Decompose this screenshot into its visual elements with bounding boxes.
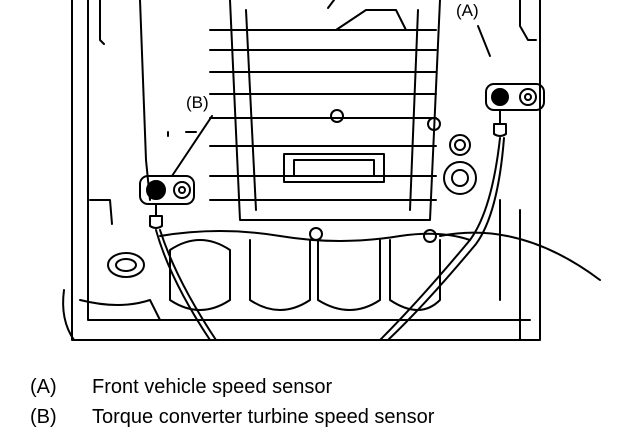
sensor-harness (139, 0, 601, 341)
legend-item-b: (B) Torque converter turbine speed senso… (30, 402, 434, 432)
transmission-housing (62, 0, 541, 341)
legend-item-a: (A) Front vehicle speed sensor (30, 372, 434, 402)
valve-body (209, 0, 441, 243)
callout-a: (A) (456, 1, 479, 20)
transmission-diagram (62, 0, 601, 341)
callout-b: (B) (186, 93, 209, 112)
legend-label: Front vehicle speed sensor (92, 375, 333, 398)
torque-converter-turbine-speed-sensor (139, 115, 213, 229)
legend-key: (B) (30, 405, 57, 428)
legend: (A) Front vehicle speed sensor (B) Torqu… (30, 372, 434, 432)
front-vehicle-speed-sensor (477, 25, 545, 137)
legend-key: (A) (30, 375, 57, 398)
legend-label: Torque converter turbine speed sensor (92, 405, 435, 428)
